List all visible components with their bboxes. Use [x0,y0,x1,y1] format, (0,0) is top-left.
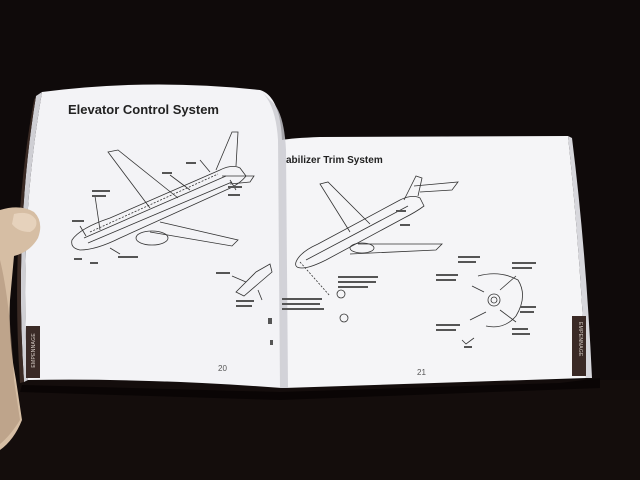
wing-right [319,181,371,233]
control-cable [89,173,219,233]
vertical-tail [215,131,239,171]
left-page-number: 20 [218,364,227,373]
horizontal-stabilizer-right [413,181,459,193]
bellcrank-detail [235,263,273,297]
right-tab [572,316,586,376]
lower-wing-right [349,243,443,255]
horizontal-stabilizer [222,175,255,185]
trim-wheel-housing [477,273,523,328]
left-page-title: Elevator Control System [68,102,219,117]
left-page [25,84,282,388]
callout-circle-a [339,313,349,323]
left-tab [26,326,40,378]
left-tab-label: EMPENNAGE [31,333,37,368]
elevator-diagram [71,131,273,301]
fuselage-outline [71,166,247,251]
callout-circle-b [336,289,346,299]
left-callout-labels [72,162,273,345]
fuselage-line [83,175,227,239]
right-page [282,136,586,388]
trim-wheel [487,293,501,307]
vertical-tail-right [403,175,423,201]
fuselage-line-2 [87,181,233,244]
thumbnail [12,212,37,232]
fuselage-outline-right [295,196,425,269]
right-callout-labels [282,210,536,348]
booklet-shadow [20,378,600,400]
right-tab-label: EMPENNAGE [577,322,583,357]
gutter-shadow [262,92,288,388]
wing [107,149,179,209]
right-page-title: abilizer Trim System [286,155,383,166]
stabilizer-diagram [295,175,523,345]
right-page-number: 21 [417,368,426,377]
engine-right [349,242,375,254]
hand-shadow [0,260,20,444]
lower-wing [149,221,239,247]
engine [135,230,169,246]
